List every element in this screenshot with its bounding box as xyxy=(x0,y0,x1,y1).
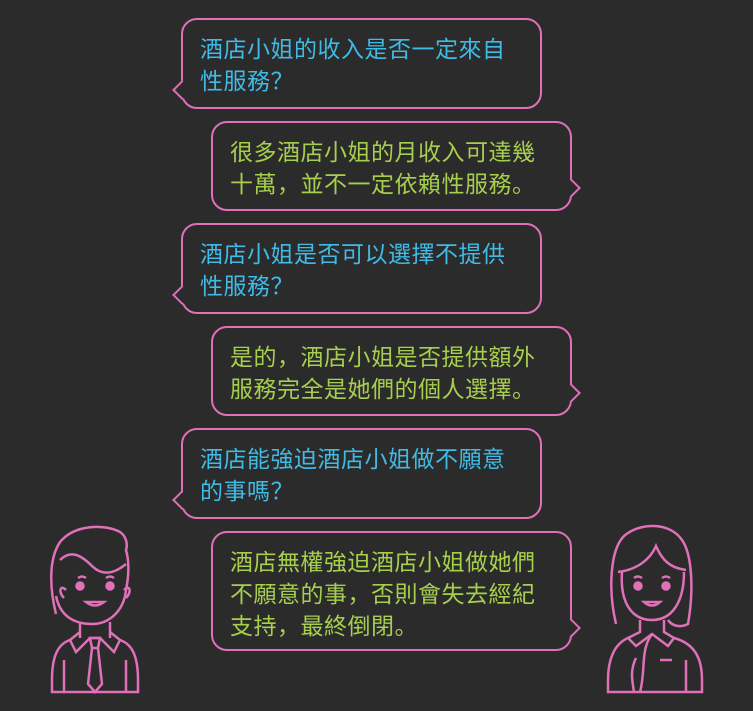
question-bubble-3: 酒店能強迫酒店小姐做不願意的事嗎？ xyxy=(172,428,542,519)
question-bubble-1: 酒店小姐的收入是否一定來自性服務？ xyxy=(172,18,542,109)
answer-bubble-3: 酒店無權強迫酒店小姐做她們不願意的事，否則會失去經紀支持，最終倒閉。 xyxy=(211,531,581,651)
question-text: 酒店小姐是否可以選擇不提供性服務？ xyxy=(200,242,506,300)
answer-text: 是的，酒店小姐是否提供額外服務完全是她們的個人選擇。 xyxy=(230,345,536,403)
bubble-tail xyxy=(561,383,581,403)
question-text: 酒店能強迫酒店小姐做不願意的事嗎？ xyxy=(200,447,506,505)
bubble-tail xyxy=(561,618,581,638)
answer-bubble-2: 是的，酒店小姐是否提供額外服務完全是她們的個人選擇。 xyxy=(211,326,581,416)
answer-text: 很多酒店小姐的月收入可達幾十萬，並不一定依賴性服務。 xyxy=(230,140,536,198)
bubble-tail xyxy=(172,80,192,100)
bubble-tail xyxy=(561,178,581,198)
man-avatar-icon xyxy=(49,525,140,694)
question-text: 酒店小姐的收入是否一定來自性服務？ xyxy=(200,37,506,95)
answer-bubble-1: 很多酒店小姐的月收入可達幾十萬，並不一定依賴性服務。 xyxy=(211,121,581,211)
bubble-tail xyxy=(172,285,192,305)
question-bubble-2: 酒店小姐是否可以選擇不提供性服務？ xyxy=(172,223,542,314)
answer-text: 酒店無權強迫酒店小姐做她們不願意的事，否則會失去經紀支持，最終倒閉。 xyxy=(230,550,536,640)
bubble-tail xyxy=(172,490,192,510)
woman-avatar-icon xyxy=(606,524,704,694)
